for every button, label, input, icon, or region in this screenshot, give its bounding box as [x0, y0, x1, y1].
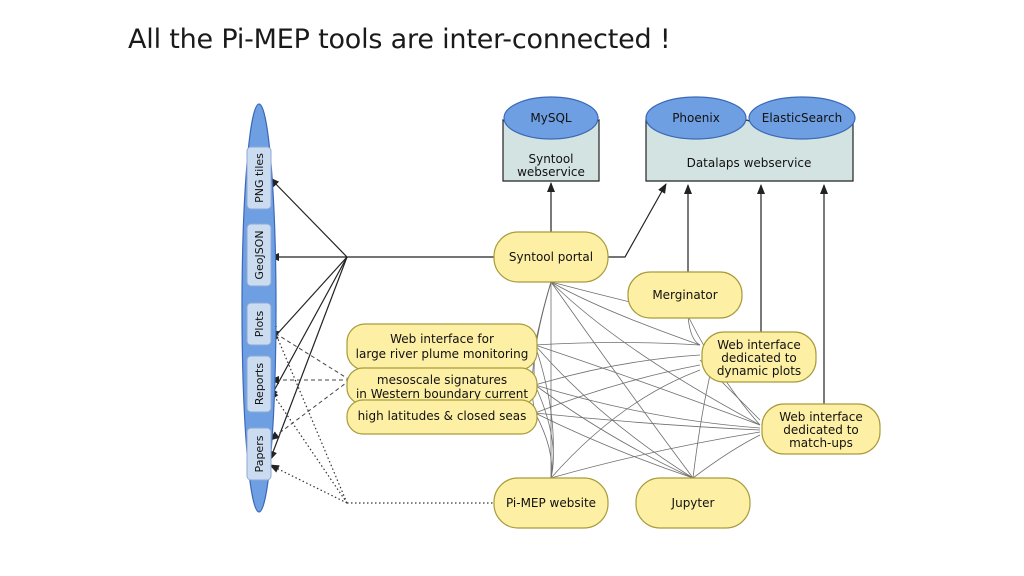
syntool-portal-node: Syntool portal — [493, 231, 609, 283]
web-mesoscale-node: mesoscale signatures in Western boundary… — [346, 367, 538, 405]
output-geojson: GeoJSON — [253, 230, 266, 279]
output-reports: Reports — [253, 363, 266, 405]
web-dynamic-line2: dedicated to — [721, 351, 796, 365]
web-dynamic-line3: dynamic plots — [717, 364, 801, 378]
slide-title: All the Pi-MEP tools are inter-connected… — [128, 24, 671, 55]
website-to-outputs-connectors — [269, 319, 494, 504]
jupyter-node: Jupyter — [635, 477, 751, 529]
web-mesoscale-line1: mesoscale signatures — [377, 373, 507, 387]
merginator-node: Merginator — [627, 271, 743, 319]
output-papers: Papers — [253, 435, 266, 472]
output-plots: Plots — [253, 311, 266, 338]
syntool-webservice-line1: Syntool — [528, 152, 573, 166]
web-river-plume-node: Web interface for large river plume moni… — [346, 323, 538, 371]
web-matchups-line3: match-ups — [789, 436, 853, 450]
merginator-label: Merginator — [652, 288, 717, 302]
syntool-webservice-group: MySQL Syntool webservice — [502, 96, 600, 182]
phoenix-db: Phoenix — [672, 111, 720, 125]
web-high-latitudes-node: high latitudes & closed seas — [346, 399, 538, 435]
datalaps-webservice-label: Datalaps webservice — [687, 156, 812, 170]
syntool-webservice-line2: webservice — [517, 165, 585, 179]
web-matchups-line1: Web interface — [779, 410, 863, 424]
jupyter-label: Jupyter — [671, 496, 715, 510]
tool-mesh-connections — [531, 281, 761, 479]
mysql-db: MySQL — [530, 111, 572, 125]
web-river-line1: Web interface for — [390, 332, 494, 346]
pimep-website-node: Pi-MEP website — [493, 477, 609, 529]
hub-to-outputs-connectors — [269, 177, 496, 461]
web-interface-to-outputs-connectors — [269, 329, 351, 441]
web-mesoscale-line2: in Western boundary current — [356, 387, 528, 401]
service-connectors — [547, 182, 828, 404]
datalaps-webservice-group: Phoenix ElasticSearch Datalaps webservic… — [645, 96, 856, 182]
pimep-website-label: Pi-MEP website — [506, 496, 596, 510]
web-dynamic-line1: Web interface — [717, 338, 801, 352]
web-dynamic-plots-node: Web interface dedicated to dynamic plots — [701, 331, 817, 383]
outputs-panel: PNG tiles GeoJSON Plots Reports Papers — [241, 103, 277, 513]
web-river-line2: large river plume monitoring — [356, 347, 529, 361]
web-matchups-line2: dedicated to — [783, 423, 858, 437]
output-png-tiles: PNG tiles — [253, 153, 266, 203]
elasticsearch-db: ElasticSearch — [762, 111, 842, 125]
web-highlat-label: high latitudes & closed seas — [358, 409, 527, 423]
syntool-portal-label: Syntool portal — [509, 250, 593, 264]
web-matchups-node: Web interface dedicated to match-ups — [761, 403, 881, 455]
